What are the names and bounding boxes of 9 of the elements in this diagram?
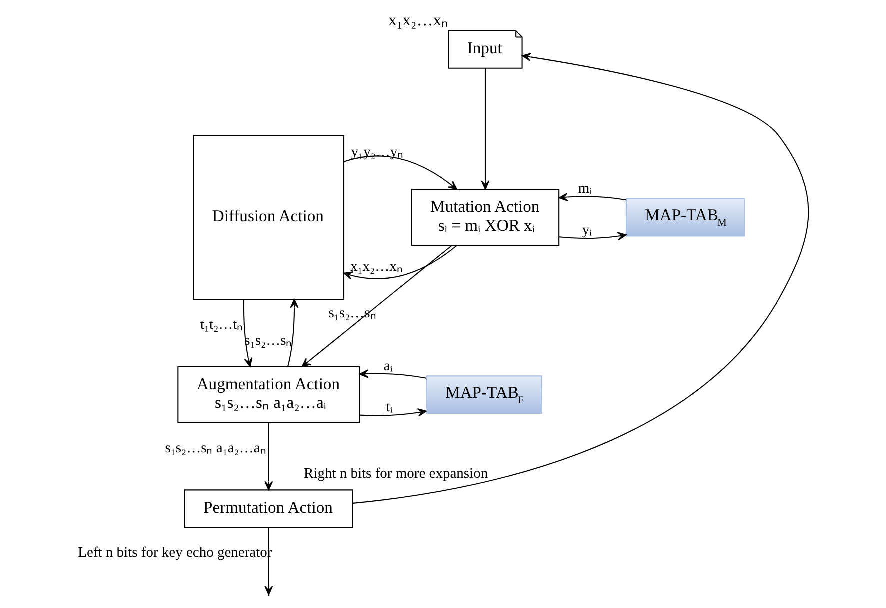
edge-label: tᵢ <box>386 399 392 416</box>
edge-label: x₁x₂…xₙ <box>350 259 402 276</box>
edge-label: t₁t₂…tₙ <box>200 317 243 334</box>
edge-label: yᵢ <box>582 222 592 239</box>
node-label: x₁x₂…xₙ <box>388 10 448 30</box>
edge-label: Right n bits for more expansion <box>304 466 488 482</box>
edge-label: aᵢ <box>383 358 392 374</box>
edge-label: mᵢ <box>578 180 592 197</box>
edge-label: s₁s₂…sₙ a₁a₂…aₙ <box>164 440 266 457</box>
